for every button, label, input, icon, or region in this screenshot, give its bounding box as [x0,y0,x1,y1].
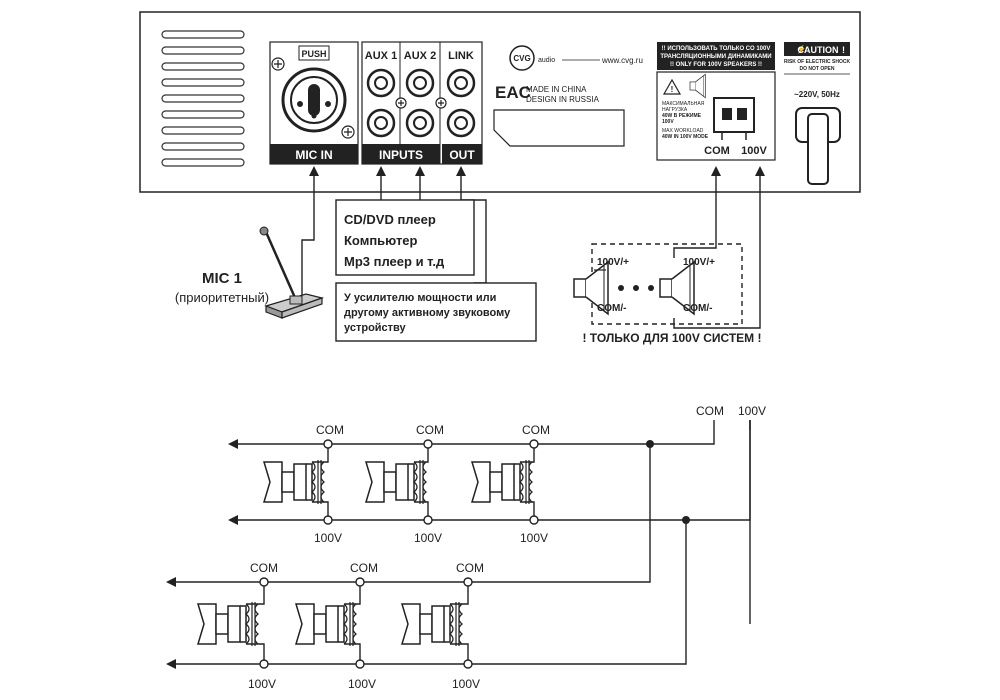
warn-line-3: !! ONLY FOR 100V SPEAKERS !! [670,62,762,68]
brand-sub: audio [538,57,555,64]
speaker-left-minus: COM/- [597,303,626,314]
rca-aux1-top[interactable] [366,68,396,98]
row2-com-2: COM [350,561,378,575]
inputs-block: INPUTS OUT AUX 1 AUX 2 LINK [361,41,483,165]
push-label: PUSH [301,49,326,59]
speaker-right-minus: COM/- [683,303,712,314]
ellipsis-dots [618,285,654,291]
speaker-group-100v: 100V/+ COM/- 100V/+ COM/- ! ТОЛЬКО ДЛЯ 1… [573,243,762,345]
load-ru-3: 40W В РЕЖИМЕ [662,113,702,119]
speaker-warning-header: !! ИСПОЛЬЗОВАТЬ ТОЛЬКО СО 100V ТРАНСЛЯЦИ… [657,42,775,70]
speaker-right-plus: 100V/+ [683,257,715,268]
line-wiring-diagram [166,420,751,669]
xlr-combo-jack[interactable] [281,67,347,133]
row1-com-3: COM [522,423,550,437]
row2-speaker-3 [401,601,463,647]
row1-speakers: COM COM COM 100V 100V 100V [263,423,550,545]
warn-line-1: !! ИСПОЛЬЗОВАТЬ ТОЛЬКО СО 100V [662,46,771,52]
load-en-1: MAX WORKLOAD [662,128,704,134]
row2-100v-1: 100V [248,677,276,691]
only-100v-note: ! ТОЛЬКО ДЛЯ 100V СИСТЕМ ! [582,331,761,345]
row1-speaker-3 [471,459,533,505]
row2-speaker-1 [197,601,259,647]
speaker-terminal[interactable] [713,97,755,140]
svg-text:!: ! [671,85,674,94]
feed-100v-label: 100V [738,404,766,418]
shock-line-1: RISK OF ELECTRIC SHOCK [784,59,851,65]
row1-100v-3: 100V [520,531,548,545]
cvg-logo-icon [509,45,535,71]
row1-100v-1: 100V [314,531,342,545]
junction-dots [646,440,690,524]
row2-com-1: COM [250,561,278,575]
link-line-3: устройству [344,322,407,334]
mic-in-label: MIC IN [295,148,332,162]
brand-url: www.cvg.ru [601,56,643,65]
link-label: LINK [448,50,474,62]
source-line-1: CD/DVD плеер [344,212,436,227]
row1-speaker-1 [263,459,325,505]
link-line-2: другому активному звуковому [344,307,511,319]
svg-text:!: ! [842,45,845,55]
row2-100v-3: 100V [452,677,480,691]
caution-block: ⚡ CAUTION ! RISK OF ELECTRIC SHOCK DO NO… [784,42,851,185]
brand-name: CVG [513,54,530,63]
row2-100v-2: 100V [348,677,376,691]
source-line-3: Mp3 плеер и т.д [344,254,445,269]
row2-com-3: COM [456,561,484,575]
screw-icon [271,57,355,139]
mic-in-block: MIC IN PUSH [269,41,359,165]
feed-com-label: COM [696,404,724,418]
aux2-label: AUX 2 [404,50,436,62]
row1-100v-2: 100V [414,531,442,545]
load-en-2: 40W IN 100V MODE [662,134,709,140]
amplifier-rear-panel: MIC IN PUSH [139,11,861,193]
row2-speakers: COM COM COM 100V 100V 100V [197,561,484,691]
power-rating: ~220V, 50Hz [794,90,840,99]
sources-box: CD/DVD плеер Компьютер Mp3 плеер и т.д [335,199,475,276]
mic-title: MIC 1 [202,270,242,287]
load-ru-1: МАКСИМАЛЬНАЯ [662,101,705,107]
warning-triangle-icon [662,78,682,95]
aux1-label: AUX 1 [365,50,397,62]
speaker-left-plus: 100V/+ [597,257,629,268]
lightning-icon: ⚡ [796,44,806,54]
mic-subtitle: (приоритетный) [175,290,269,305]
rca-link-top[interactable] [446,68,476,98]
com-terminal-label: COM [704,145,730,157]
load-ru-2: НАГРУЗКА [662,107,688,113]
label-plate [493,109,625,147]
made-in: MADE IN CHINA [526,85,587,94]
brand-area: CVG audio www.cvg.ru EAC MADE IN CHINA D… [493,45,643,147]
microphone: MIC 1 (приоритетный) [175,226,325,319]
eac-mark: EAC [495,83,531,102]
row1-com-2: COM [416,423,444,437]
out-label: OUT [449,148,475,162]
design-in: DESIGN IN RUSSIA [526,95,600,104]
link-line-1: У усилителю мощности или [344,292,496,304]
inputs-label: INPUTS [379,148,423,162]
screw-icon [395,97,447,109]
power-cord-icon [795,107,841,185]
row2-speaker-2 [295,601,357,647]
load-ru-4: 100V [662,119,674,125]
rca-aux1-bottom[interactable] [366,108,396,138]
row1-com-1: COM [316,423,344,437]
link-target-box: У усилителю мощности или другому активно… [335,282,537,342]
vent-grille [161,30,245,167]
source-line-2: Компьютер [344,233,418,248]
rca-aux2-top[interactable] [405,68,435,98]
caution-label: CAUTION [798,45,839,55]
shock-line-2: DO NOT OPEN [799,66,834,72]
row1-speaker-2 [365,459,427,505]
warn-line-2: ТРАНСЛЯЦИОННЫМИ ДИНАМИКАМИ [660,54,771,60]
rca-aux2-bottom[interactable] [405,108,435,138]
rca-link-bottom[interactable] [446,108,476,138]
100v-terminal-label: 100V [741,145,767,157]
speaker-output-block: ! МАКСИМАЛЬНАЯ НАГРУЗКА 40W В РЕЖИМЕ 100… [656,71,776,161]
